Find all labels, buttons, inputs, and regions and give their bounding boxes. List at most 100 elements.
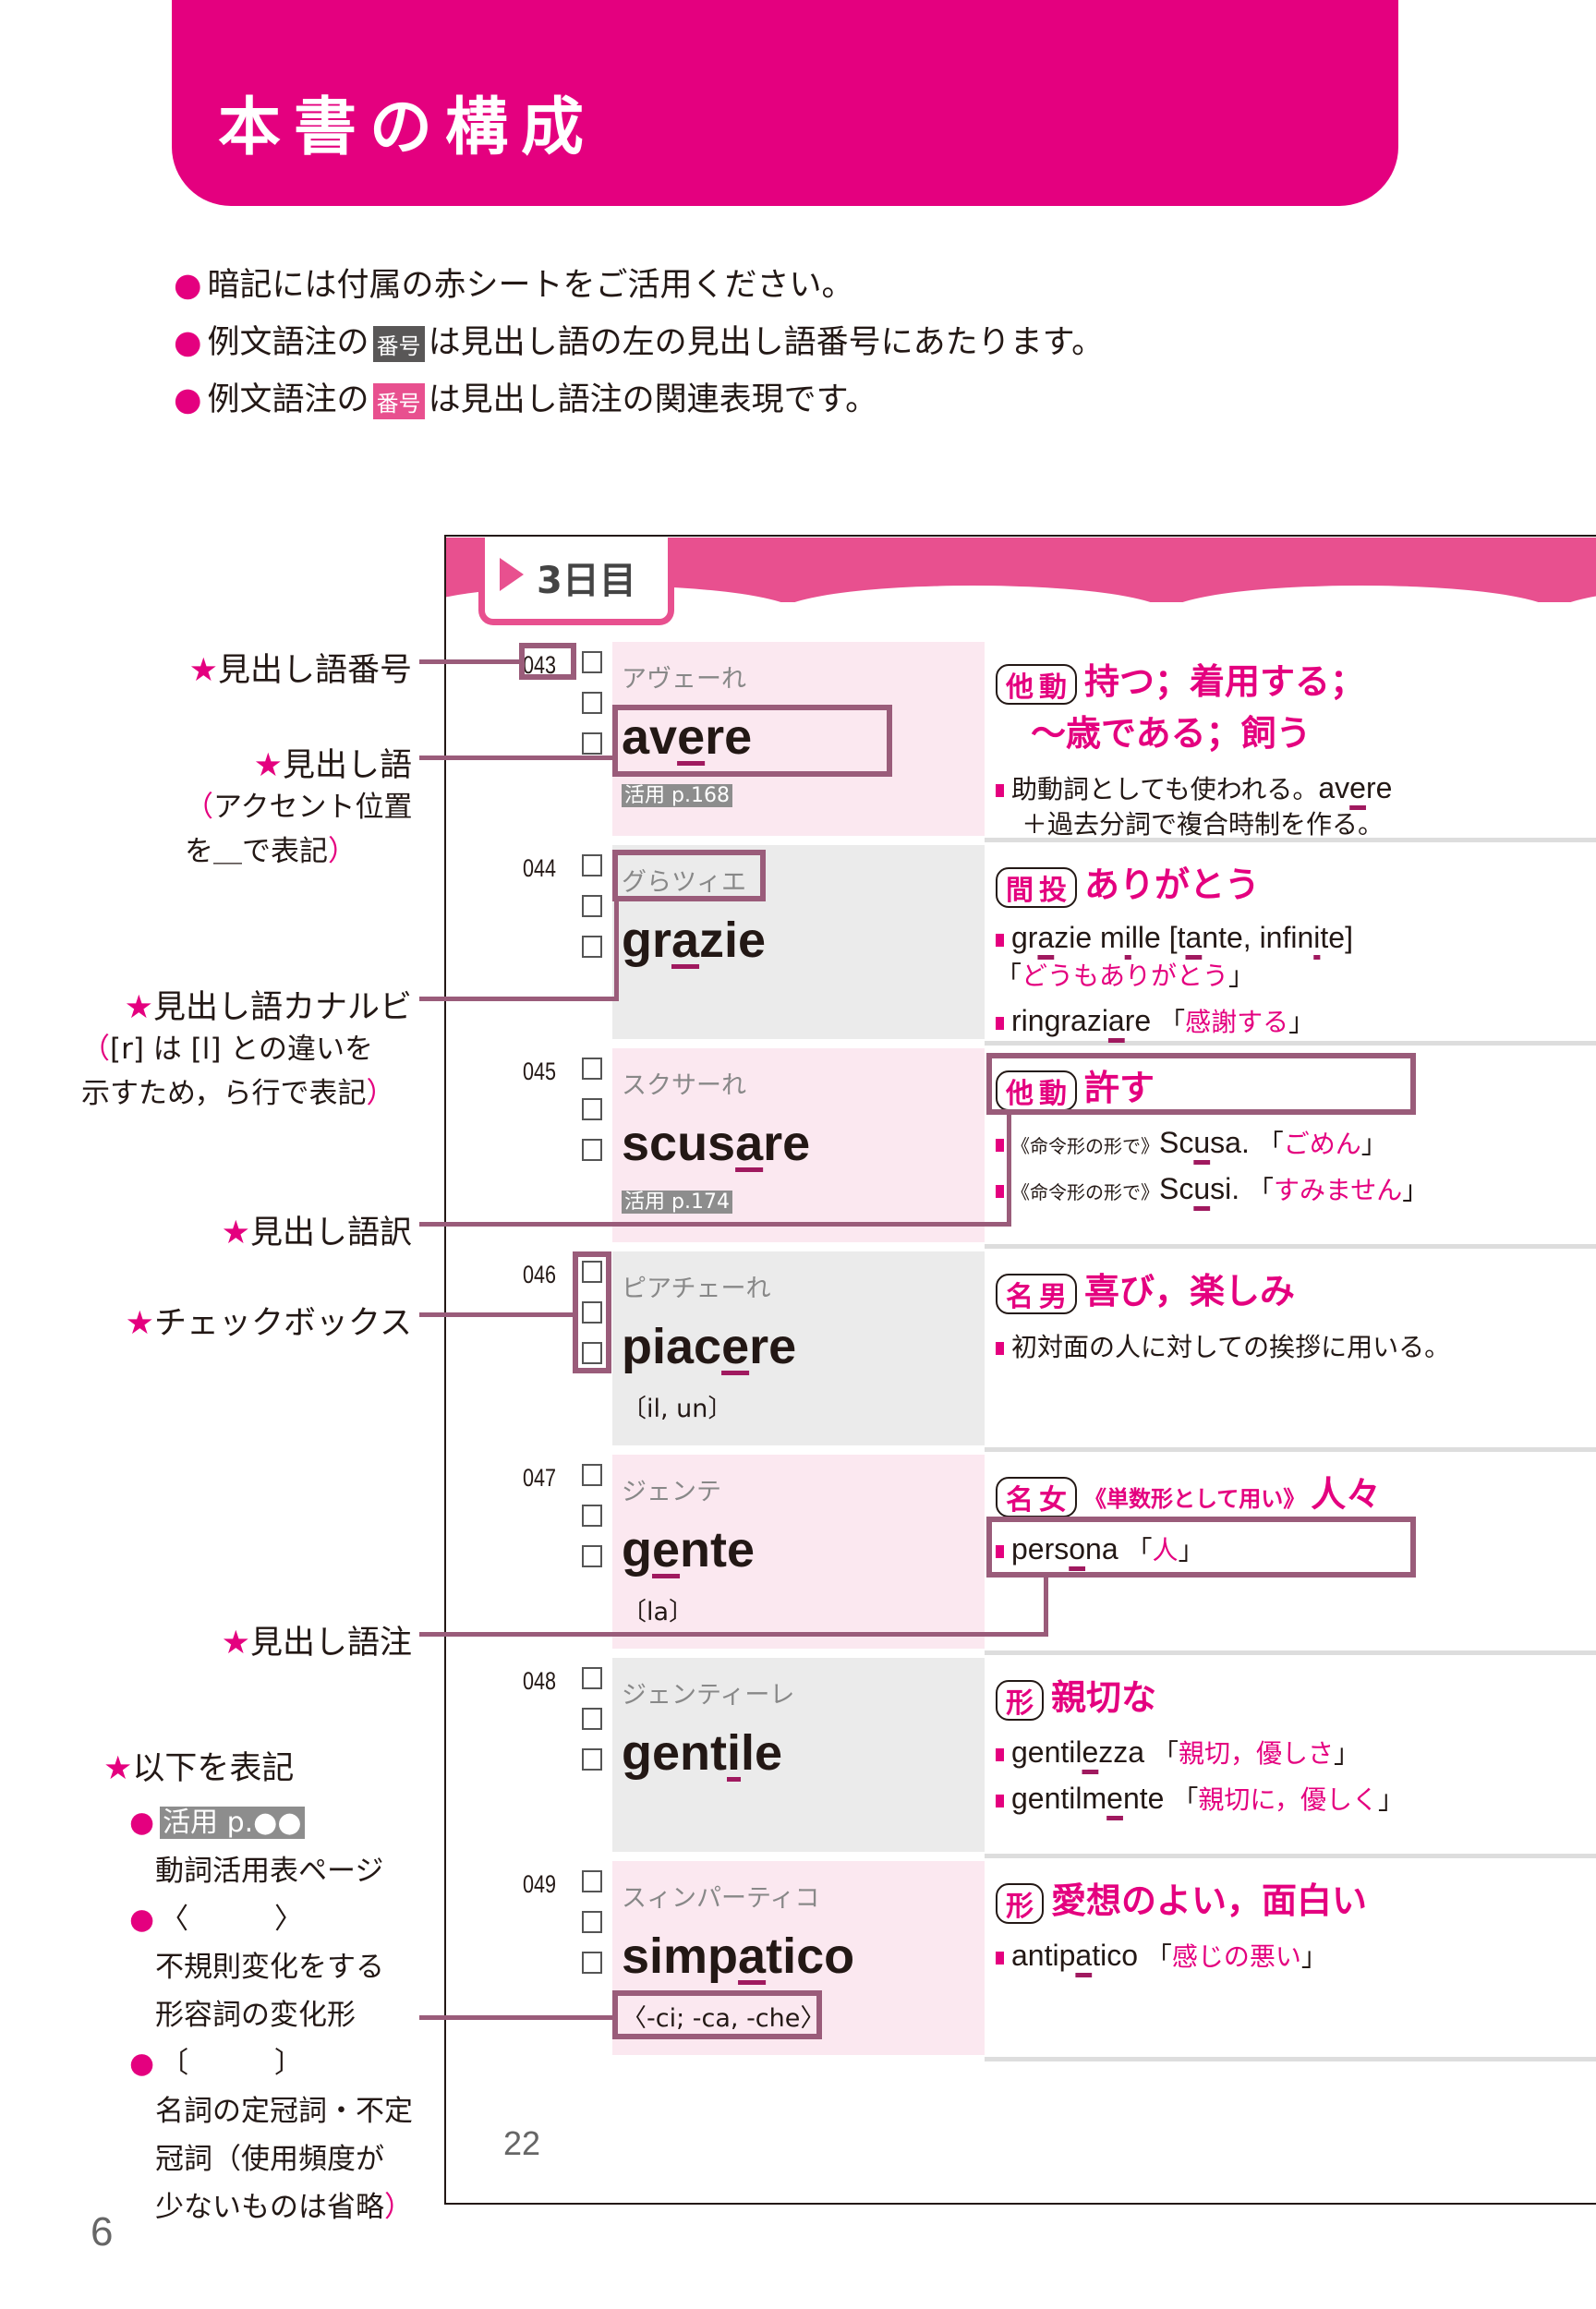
headword-part: scus xyxy=(622,1116,736,1171)
headword-part: av xyxy=(622,709,678,765)
note-translation: 親切，優しさ xyxy=(1179,1738,1335,1769)
checkbox[interactable] xyxy=(582,1301,602,1324)
headword-note: 助動詞としても使われる。avere xyxy=(996,769,1392,806)
translation-text: 親切な xyxy=(1051,1677,1157,1718)
note-text: 「 xyxy=(1145,1941,1172,1972)
part-of-speech: 他 xyxy=(1006,1077,1034,1110)
checkbox[interactable] xyxy=(582,1342,602,1364)
checkbox[interactable] xyxy=(582,1058,602,1080)
note-text: 《命令形の形で》 xyxy=(1011,1135,1159,1157)
note-marker xyxy=(996,1544,1004,1558)
checkbox[interactable] xyxy=(582,1505,602,1527)
note-text: Sc xyxy=(1159,1126,1194,1159)
translation: 間投ありがとう xyxy=(996,856,1260,908)
conjugation-tag-sample: 活用 p.●● xyxy=(160,1807,305,1839)
note-text: o xyxy=(1069,1532,1086,1566)
note-text: e xyxy=(1082,1735,1099,1769)
headword: scusare xyxy=(622,1115,810,1172)
below-item-desc: 形容詞の変化形 xyxy=(155,1999,356,2032)
below-item: ●活用 p.●● xyxy=(129,1799,305,1840)
headword-sub: 〔il, un〕 xyxy=(622,1388,732,1424)
headword-note: gentilezza 「親切，優しさ」 xyxy=(996,1734,1360,1771)
callout-line xyxy=(419,997,619,1001)
star-icon: ★ xyxy=(188,652,218,689)
note-marker xyxy=(996,1016,1004,1030)
checkbox[interactable] xyxy=(582,732,602,755)
row-divider xyxy=(985,1041,1596,1046)
conjugation-page-tag: 活用 p.168 xyxy=(622,784,732,807)
day-tab: 3日目 xyxy=(478,538,674,625)
callout-line xyxy=(419,1312,576,1317)
checkbox[interactable] xyxy=(582,1911,602,1933)
entry-background xyxy=(612,1455,985,1649)
day-label: 3日目 xyxy=(537,560,636,602)
callout-headword-label: ★見出し語 xyxy=(253,747,412,784)
headword-sub: 活用 p.174 xyxy=(622,1185,732,1215)
part-of-speech: 名 xyxy=(1006,1483,1034,1517)
callout-number-label: ★見出し語番号 xyxy=(189,644,412,691)
note-text: 」 xyxy=(1228,961,1255,991)
headword-note: ringraziare 「感謝する」 xyxy=(996,1002,1314,1039)
checkbox[interactable] xyxy=(582,1870,602,1892)
headword-kana: ピアチェーれ xyxy=(622,1275,771,1303)
headword-number: 045 xyxy=(523,1058,557,1085)
part-of-speech-box: 間投 xyxy=(996,866,1077,908)
note-text: re xyxy=(1124,1004,1160,1037)
checkbox[interactable] xyxy=(582,1098,602,1120)
headword-part: le xyxy=(741,1725,783,1781)
headword-note: gentilmente 「親切に，優しく」 xyxy=(996,1780,1404,1817)
note-translation: どうもありがとう xyxy=(1022,961,1229,991)
callout-translation-label: ★見出し語訳 xyxy=(221,1215,412,1251)
note-text: re xyxy=(1365,771,1393,804)
note-text: a xyxy=(1185,921,1203,954)
headword-note: 初対面の人に対しての挨拶に用いる。 xyxy=(996,1327,1450,1364)
headword-part: simp xyxy=(622,1928,739,1984)
checkbox[interactable] xyxy=(582,692,602,714)
bullet-text: 例文語注の xyxy=(207,381,369,418)
checkbox[interactable] xyxy=(582,1261,602,1283)
note-text: 「 xyxy=(1257,1129,1284,1159)
note-text: 」 xyxy=(1178,1535,1204,1566)
part-of-speech: 名 xyxy=(1006,1280,1034,1313)
headword-part: piac xyxy=(622,1319,722,1374)
headword-kana: グらツィエ xyxy=(622,868,746,897)
intro-bullet: ●例文語注の番号は見出し語注の関連表現です。 xyxy=(174,373,877,420)
checkbox[interactable] xyxy=(582,1139,602,1161)
note-text: 」 xyxy=(1288,1007,1315,1037)
conjugation-page-tag: 活用 p.174 xyxy=(622,1191,732,1214)
headword-note: antipatico 「感じの悪い」 xyxy=(996,1937,1327,1974)
callout-checkbox-label: ★チェックボックス xyxy=(125,1305,412,1342)
checkbox[interactable] xyxy=(582,1748,602,1771)
below-item-desc: 少ないものは省略） xyxy=(155,2191,413,2224)
note-translation: 人 xyxy=(1152,1535,1179,1566)
headword-accent: a xyxy=(735,1116,764,1171)
headword-kana: ジェンティーレ xyxy=(622,1681,795,1710)
star-icon: ★ xyxy=(124,989,153,1026)
note-text: a xyxy=(1037,921,1055,954)
checkbox[interactable] xyxy=(582,1667,602,1689)
triangle-icon xyxy=(500,558,524,591)
part-of-speech-box: 形 xyxy=(996,1679,1044,1721)
checkbox[interactable] xyxy=(582,1708,602,1730)
checkbox[interactable] xyxy=(582,1545,602,1567)
headword-accent: i xyxy=(727,1725,742,1781)
translation-text: ありがとう xyxy=(1084,864,1261,905)
headword: grazie xyxy=(622,912,766,969)
note-text: gentilm xyxy=(1011,1782,1107,1815)
checkbox[interactable] xyxy=(582,1464,602,1486)
checkbox[interactable] xyxy=(582,651,602,673)
note-marker xyxy=(996,1951,1004,1964)
checkbox[interactable] xyxy=(582,936,602,958)
header-banner: 本書の構成 xyxy=(172,0,1398,206)
note-translation: 親切に，優しく xyxy=(1198,1784,1378,1815)
callout-box xyxy=(573,1251,611,1373)
note-marker xyxy=(996,1794,1004,1807)
checkbox[interactable] xyxy=(582,895,602,917)
sample-page-frame xyxy=(444,535,1596,2205)
checkbox[interactable] xyxy=(582,1952,602,1974)
translation-text: 愛想のよい，面白い xyxy=(1051,1880,1368,1921)
usage-note: 《単数形として用い》 xyxy=(1084,1486,1306,1512)
note-text: pers xyxy=(1011,1532,1070,1566)
translation-text: 喜び，楽しみ xyxy=(1084,1271,1296,1312)
checkbox[interactable] xyxy=(582,854,602,876)
